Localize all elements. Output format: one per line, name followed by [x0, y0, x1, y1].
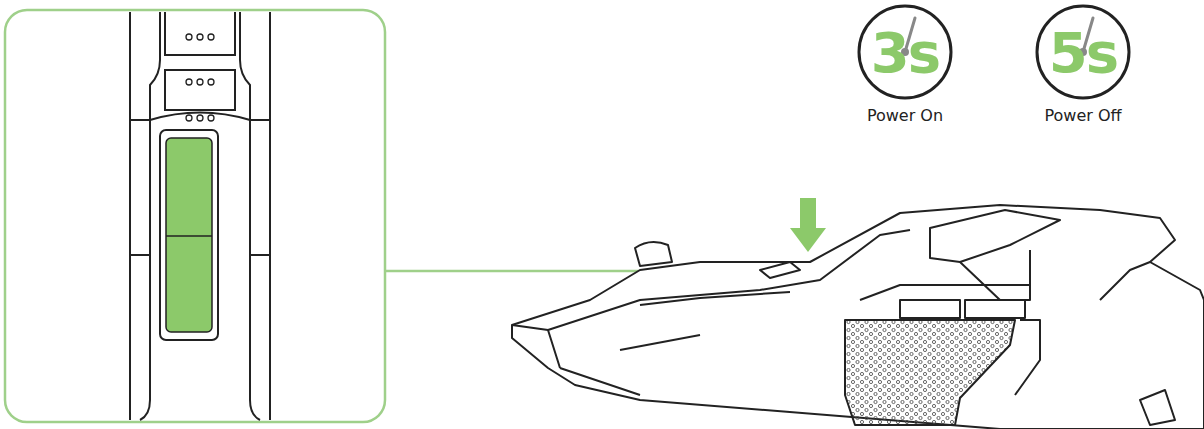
timer-clock: 3sPower On [835, 4, 975, 136]
mouse-top-view [130, 12, 270, 420]
action-label: Power On [867, 106, 943, 125]
power-button [166, 138, 212, 332]
action-label: Power Off [1044, 106, 1121, 125]
duration-text: 5s [1049, 20, 1117, 85]
duration-text: 3s [871, 20, 939, 85]
timer-clock: 5sPower Off [1013, 4, 1153, 136]
press-arrow [790, 198, 826, 252]
inset-panel [5, 10, 385, 422]
mouse-side-view [512, 205, 1204, 429]
